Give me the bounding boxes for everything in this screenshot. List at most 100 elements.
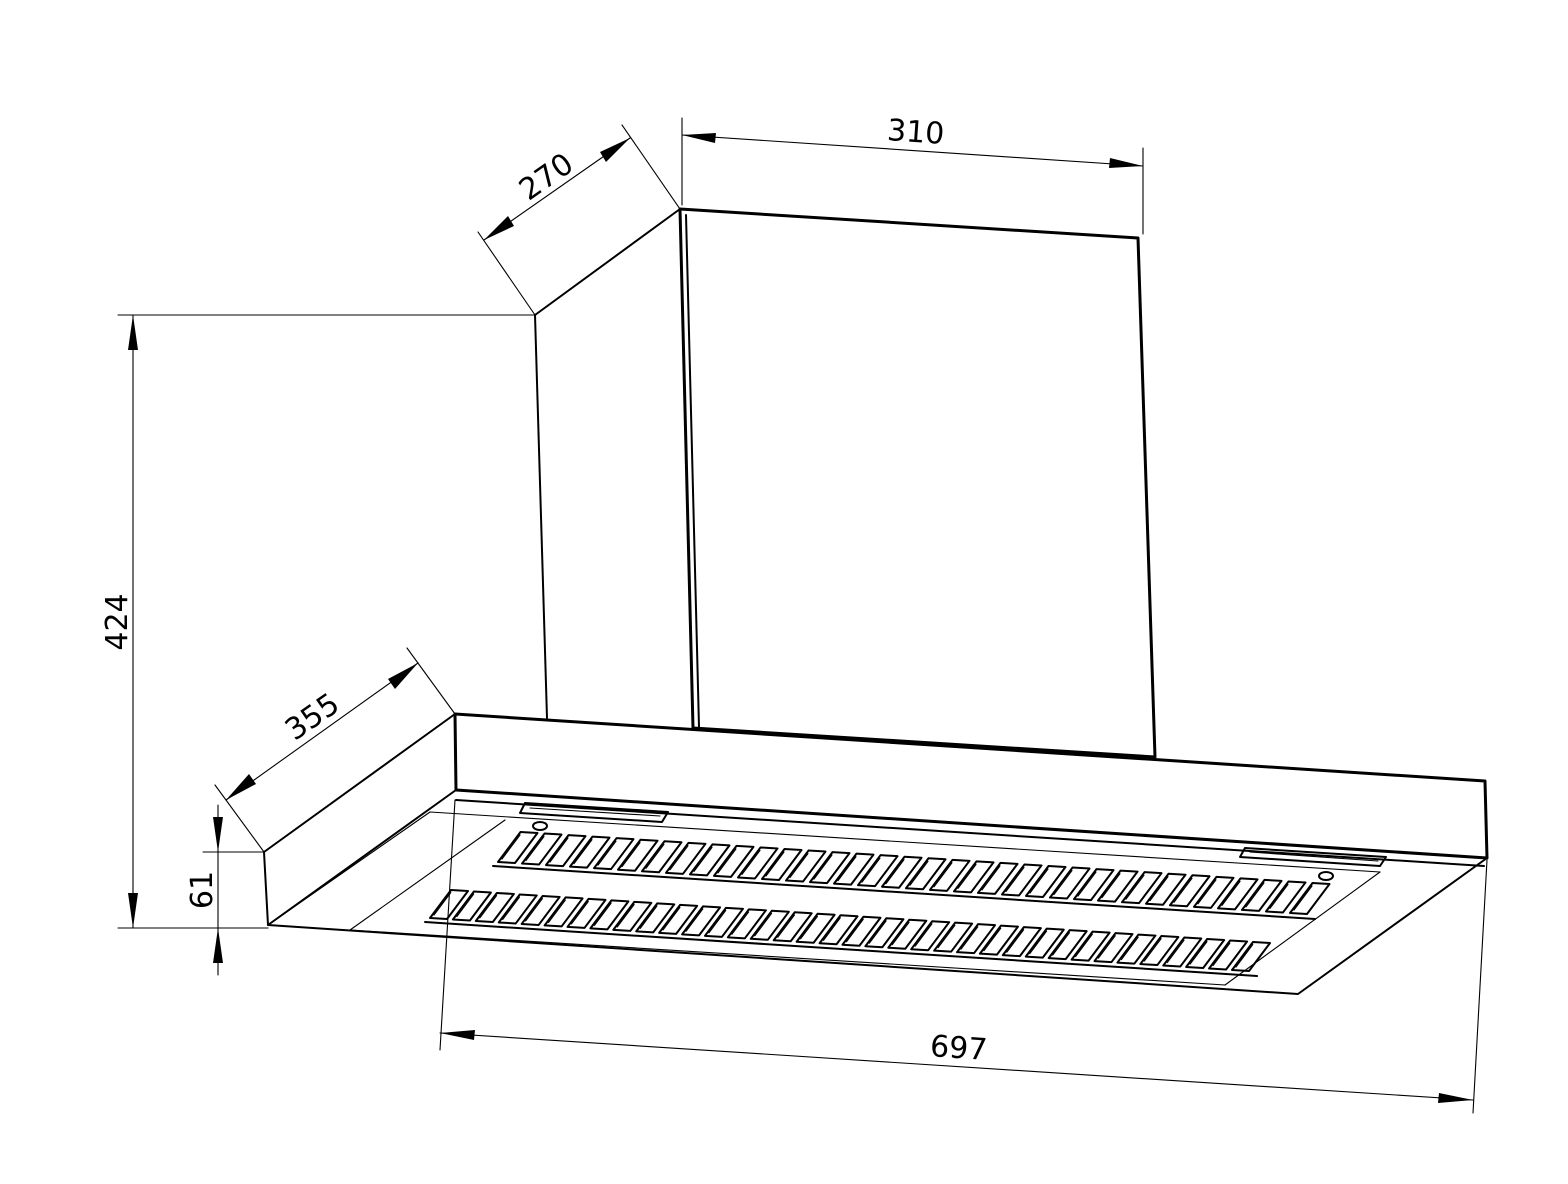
filter-slot-inner xyxy=(1053,869,1073,896)
filter-slot xyxy=(1217,877,1259,911)
filter-slot-inner xyxy=(525,835,545,862)
filter-slot xyxy=(905,857,947,891)
left-control-panel-detail xyxy=(529,807,661,817)
filter-slot xyxy=(737,846,779,880)
filter-slot xyxy=(1185,938,1226,970)
filter-rail xyxy=(424,921,1258,977)
filter-slot xyxy=(1162,936,1203,968)
filter-slot xyxy=(761,848,803,881)
filter-slot xyxy=(933,921,974,953)
filter-slot-inner xyxy=(693,846,713,872)
filter-slot-inner xyxy=(570,900,589,925)
filter-slot xyxy=(1145,872,1187,906)
filter-frame-right xyxy=(1224,871,1381,986)
filter-slot-inner xyxy=(616,903,635,928)
dim-canopy-height: 61 xyxy=(185,804,269,976)
filter-slot xyxy=(977,861,1019,895)
filter-slot-inner xyxy=(777,914,796,938)
filter-slot xyxy=(881,855,923,889)
dim-canopy-depth: 355 xyxy=(214,647,456,853)
filter-slot xyxy=(833,852,875,886)
canopy xyxy=(263,712,1489,995)
right-light-icon xyxy=(1318,871,1334,881)
canopy-inner-side-edge xyxy=(267,811,431,926)
filter-slot xyxy=(593,837,635,871)
right-control-panel-detail xyxy=(1249,851,1379,862)
filter-slot-inner xyxy=(789,852,809,879)
filter-slot-inner xyxy=(593,902,612,926)
filter-slot-inner xyxy=(741,849,761,876)
left-control-panel xyxy=(519,802,669,823)
filter-slot xyxy=(1139,935,1180,967)
filter-slot xyxy=(689,843,731,877)
filter-slot-inner xyxy=(1125,874,1145,900)
filter-slot-inner xyxy=(885,859,905,885)
right-control-panel xyxy=(1239,847,1387,867)
filter-slot-inner xyxy=(573,839,593,865)
dim-label-overall-width: 697 xyxy=(929,1029,989,1068)
filter-slot-inner xyxy=(1029,930,1048,955)
filter-slot-inner xyxy=(1029,868,1049,894)
arrowhead xyxy=(1438,1093,1473,1103)
filter-slot-inner xyxy=(708,909,727,934)
filter-slot xyxy=(1241,878,1283,912)
filter-slot-inner xyxy=(1269,883,1289,910)
filter-slot xyxy=(857,854,899,888)
extension-line xyxy=(477,231,536,316)
filter-slot-inner xyxy=(914,923,933,947)
dim-overall-height: 424 xyxy=(100,314,536,929)
filter-slot-inner xyxy=(479,895,498,919)
filter-slot xyxy=(956,923,997,955)
filter-slot xyxy=(1049,866,1091,900)
filter-slot xyxy=(1024,927,1065,959)
filter-slot xyxy=(1193,875,1235,909)
filter-slot-inner xyxy=(1166,939,1185,964)
arrowhead xyxy=(213,928,223,963)
arrowhead xyxy=(213,817,223,852)
extension-line xyxy=(1472,859,1488,1114)
filter-slot xyxy=(1047,929,1088,961)
filter-slot-inner xyxy=(1097,935,1116,959)
filter-slot-inner xyxy=(1173,877,1193,903)
dim-chimney-depth: 270 xyxy=(477,124,681,316)
filter-slot xyxy=(1169,874,1211,908)
chimney-side-face xyxy=(534,208,681,719)
dim-label-canopy-height: 61 xyxy=(185,871,220,909)
filter-slot-inner xyxy=(960,926,979,950)
filter-slot-inner xyxy=(548,899,566,923)
filter-slot-inner xyxy=(1077,871,1097,897)
filter-slot xyxy=(474,891,515,923)
filter-slot xyxy=(641,840,683,874)
filter-slot xyxy=(795,912,836,944)
filter-slot xyxy=(521,832,563,866)
filter-slot xyxy=(1025,865,1067,898)
filter-slot xyxy=(665,841,707,875)
filter-slot-inner xyxy=(1221,880,1241,906)
extension-line xyxy=(214,784,265,853)
filter-slot xyxy=(1001,926,1042,958)
filter-slot-inner xyxy=(981,865,1001,891)
arrowhead xyxy=(440,1030,475,1040)
filter-slot xyxy=(543,896,584,928)
filter-slot-inner xyxy=(1101,873,1121,899)
arrowhead xyxy=(226,774,256,800)
filter-slot xyxy=(1097,869,1139,903)
filter-slot xyxy=(887,918,928,950)
dimension-line xyxy=(225,662,419,801)
canopy-lower-edge xyxy=(455,799,1485,867)
filter-slot-inner xyxy=(754,912,773,937)
filter-slot xyxy=(1001,863,1043,897)
extension-line xyxy=(406,647,456,715)
dimension-line xyxy=(439,1032,1474,1101)
filter-slot xyxy=(617,838,659,872)
filter-slot-inner xyxy=(1235,944,1254,968)
extension-line xyxy=(621,124,681,210)
canopy-bottom-outline xyxy=(267,857,1488,995)
filter-slot-inner xyxy=(822,917,841,941)
filter-slot-inner xyxy=(845,918,864,943)
controls xyxy=(519,802,1387,881)
filter-slot xyxy=(929,858,971,892)
filter-slot-inner xyxy=(1143,938,1162,962)
filter-slot-inner xyxy=(937,924,956,949)
filter-slot xyxy=(978,924,1019,956)
